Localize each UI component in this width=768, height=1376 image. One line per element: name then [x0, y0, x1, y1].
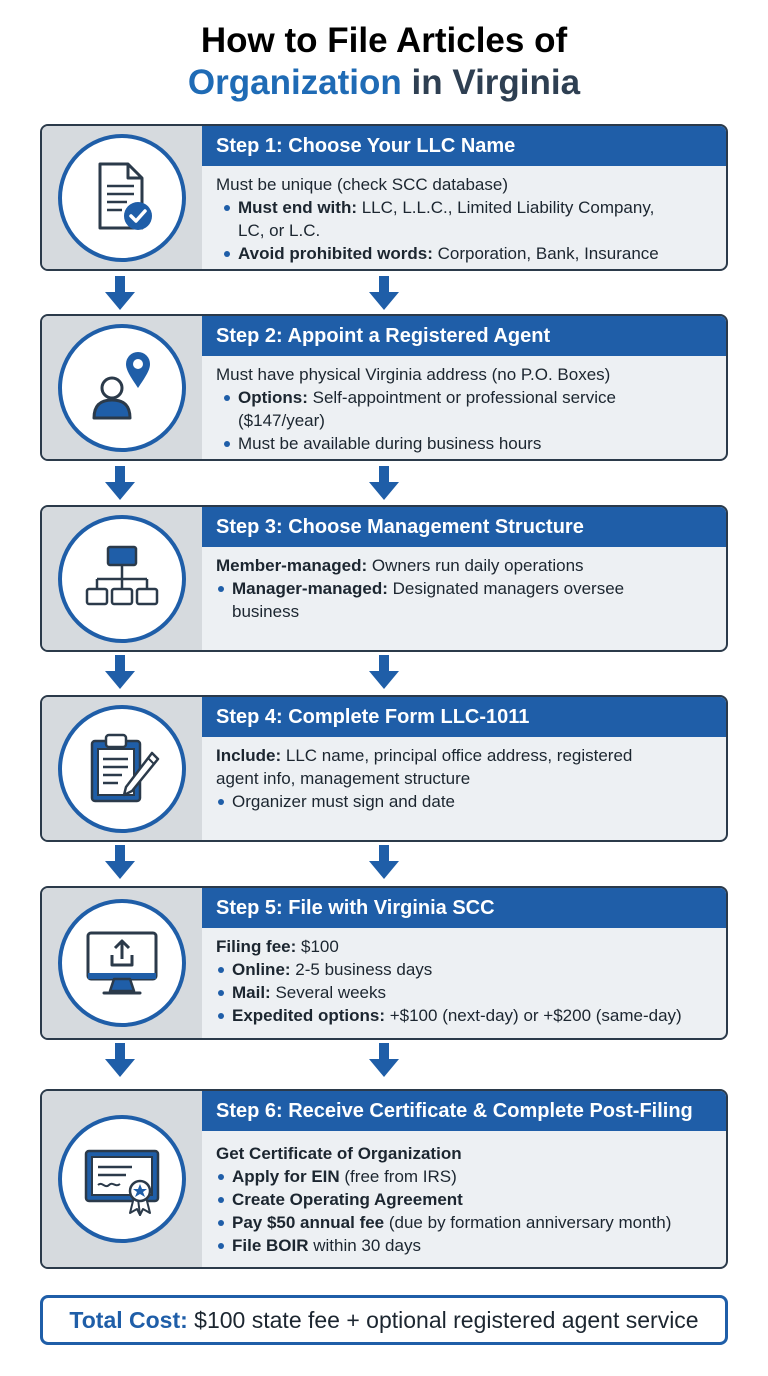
step-6-body: Get Certificate of Organization Apply fo…: [202, 1131, 726, 1267]
step-icon-panel: [42, 316, 202, 459]
down-arrow-icon: [105, 276, 135, 310]
step-icon-panel: [42, 126, 202, 269]
document-check-icon: [58, 133, 186, 262]
title-line-1: How to File Articles of: [200, 21, 568, 60]
step-4-card: Step 4: Complete Form LLC-1011 Include: …: [40, 695, 728, 842]
step-6-header: Step 6: Receive Certificate & Complete P…: [202, 1091, 726, 1131]
page-title: How to File Articles of Organization in …: [0, 20, 768, 104]
down-arrow-icon: [105, 466, 135, 500]
down-arrow-icon: [105, 845, 135, 879]
step-6-bullet-1: Apply for EIN (free from IRS): [216, 1165, 716, 1188]
certificate-icon: [58, 1115, 186, 1243]
step-icon-panel: [42, 1091, 202, 1267]
total-cost-label: Total Cost:: [69, 1307, 188, 1333]
total-cost-text: $100 state fee + optional registered age…: [187, 1307, 699, 1333]
step-1-line: Must be unique (check SCC database): [216, 175, 508, 194]
step-icon-panel: [42, 888, 202, 1038]
step-2-bullet-2: Must be available during business hours: [216, 432, 716, 455]
step-3-line: Member-managed: Owners run daily operati…: [216, 556, 584, 575]
step-1-header: Step 1: Choose Your LLC Name: [202, 126, 726, 166]
step-6-bullet-2: Create Operating Agreement: [216, 1188, 716, 1211]
down-arrow-icon: [105, 655, 135, 689]
step-5-header: Step 5: File with Virginia SCC: [202, 888, 726, 928]
step-2-body: Must have physical Virginia address (no …: [202, 356, 726, 459]
step-4-line-cont: agent info, management structure: [216, 769, 471, 788]
step-5-bullet-1: Online: 2-5 business days: [216, 958, 716, 981]
step-5-body: Filing fee: $100 Online: 2-5 business da…: [202, 928, 726, 1038]
person-location-icon: [58, 323, 186, 452]
step-1-bullet-1: Must end with: LLC, L.L.C., Limited Liab…: [216, 196, 716, 219]
step-2-card: Step 2: Appoint a Registered Agent Must …: [40, 314, 728, 461]
down-arrow-icon: [369, 845, 399, 879]
step-1-body: Must be unique (check SCC database) Must…: [202, 166, 726, 269]
step-icon-panel: [42, 507, 202, 650]
step-icon-panel: [42, 697, 202, 840]
down-arrow-icon: [369, 1043, 399, 1077]
total-cost-banner: Total Cost: $100 state fee + optional re…: [40, 1295, 728, 1345]
step-2-bullet-1: Options: Self-appointment or professiona…: [216, 386, 716, 409]
title-blue-word: Organization: [187, 63, 402, 102]
step-2-line: Must have physical Virginia address (no …: [216, 365, 611, 384]
down-arrow-icon: [105, 1043, 135, 1077]
title-dark-word: in Virginia: [411, 63, 581, 102]
step-6-bullet-3: Pay $50 annual fee (due by formation ann…: [216, 1211, 716, 1234]
step-3-card: Step 3: Choose Management Structure Memb…: [40, 505, 728, 652]
step-4-bullet-1: Organizer must sign and date: [216, 790, 716, 813]
down-arrow-icon: [369, 466, 399, 500]
step-4-line: Include: LLC name, principal office addr…: [216, 746, 633, 765]
step-3-body: Member-managed: Owners run daily operati…: [202, 547, 726, 650]
org-chart-icon: [58, 514, 186, 643]
step-1-bullet-2: Avoid prohibited words: Corporation, Ban…: [216, 242, 716, 265]
step-5-line: Filing fee: $100: [216, 937, 339, 956]
monitor-upload-icon: [58, 899, 186, 1027]
clipboard-pen-icon: [58, 704, 186, 833]
step-1-bullet-1-cont: LC, or L.C.: [238, 221, 321, 240]
step-1-card: Step 1: Choose Your LLC Name Must be uni…: [40, 124, 728, 271]
step-2-header: Step 2: Appoint a Registered Agent: [202, 316, 726, 356]
step-3-bullet-1: Manager-managed: Designated managers ove…: [216, 577, 716, 600]
step-6-card: Step 6: Receive Certificate & Complete P…: [40, 1089, 728, 1269]
step-3-bullet-1-cont: business: [232, 602, 300, 621]
step-2-bullet-1-cont: ($147/year): [238, 411, 325, 430]
step-5-bullet-2: Mail: Several weeks: [216, 981, 716, 1004]
step-6-bullet-4: File BOIR within 30 days: [216, 1234, 716, 1257]
step-4-header: Step 4: Complete Form LLC-1011: [202, 697, 726, 737]
step-3-header: Step 3: Choose Management Structure: [202, 507, 726, 547]
step-4-body: Include: LLC name, principal office addr…: [202, 737, 726, 840]
down-arrow-icon: [369, 655, 399, 689]
step-6-line: Get Certificate of Organization: [216, 1144, 462, 1163]
down-arrow-icon: [369, 276, 399, 310]
step-5-bullet-3: Expedited options: +$100 (next-day) or +…: [216, 1004, 716, 1027]
step-5-card: Step 5: File with Virginia SCC Filing fe…: [40, 886, 728, 1040]
title-line-2: Organization in Virginia: [0, 62, 768, 104]
